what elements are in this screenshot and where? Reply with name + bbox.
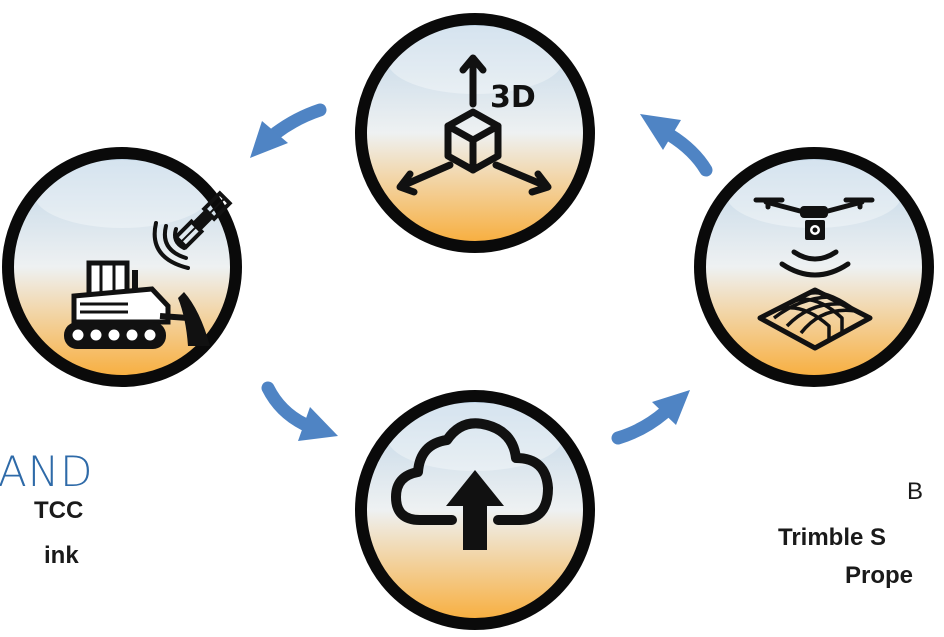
arrow-drone-to-model [640,114,713,177]
right-line-2: Prope [845,562,914,589]
drone-terrain-scan-icon [753,197,875,351]
left-heading: AND [0,447,94,496]
left-line-2: ink [44,542,79,569]
satellite-icon [173,190,233,250]
node-drone-survey [694,147,934,387]
cloud-upload-icon [391,418,553,550]
3d-axes-cube-icon [396,54,552,196]
node-cloud-upload [355,390,595,630]
left-line-1: TCC [34,497,84,524]
bulldozer-icon [64,260,210,349]
gloss-highlight [726,160,902,228]
arrow-cloud-to-drone [611,390,690,445]
arrow-model-to-machine [250,103,327,158]
3d-label: 3D [490,80,536,115]
right-line-0: B [907,478,924,505]
gloss-highlight [34,160,210,228]
node-machine-control [2,147,242,387]
arrow-machine-to-cloud [261,381,338,441]
node-3d-model: 3D [355,13,595,253]
right-line-1: Trimble S [778,524,887,551]
bulldozer-satellite-icon [64,190,233,349]
